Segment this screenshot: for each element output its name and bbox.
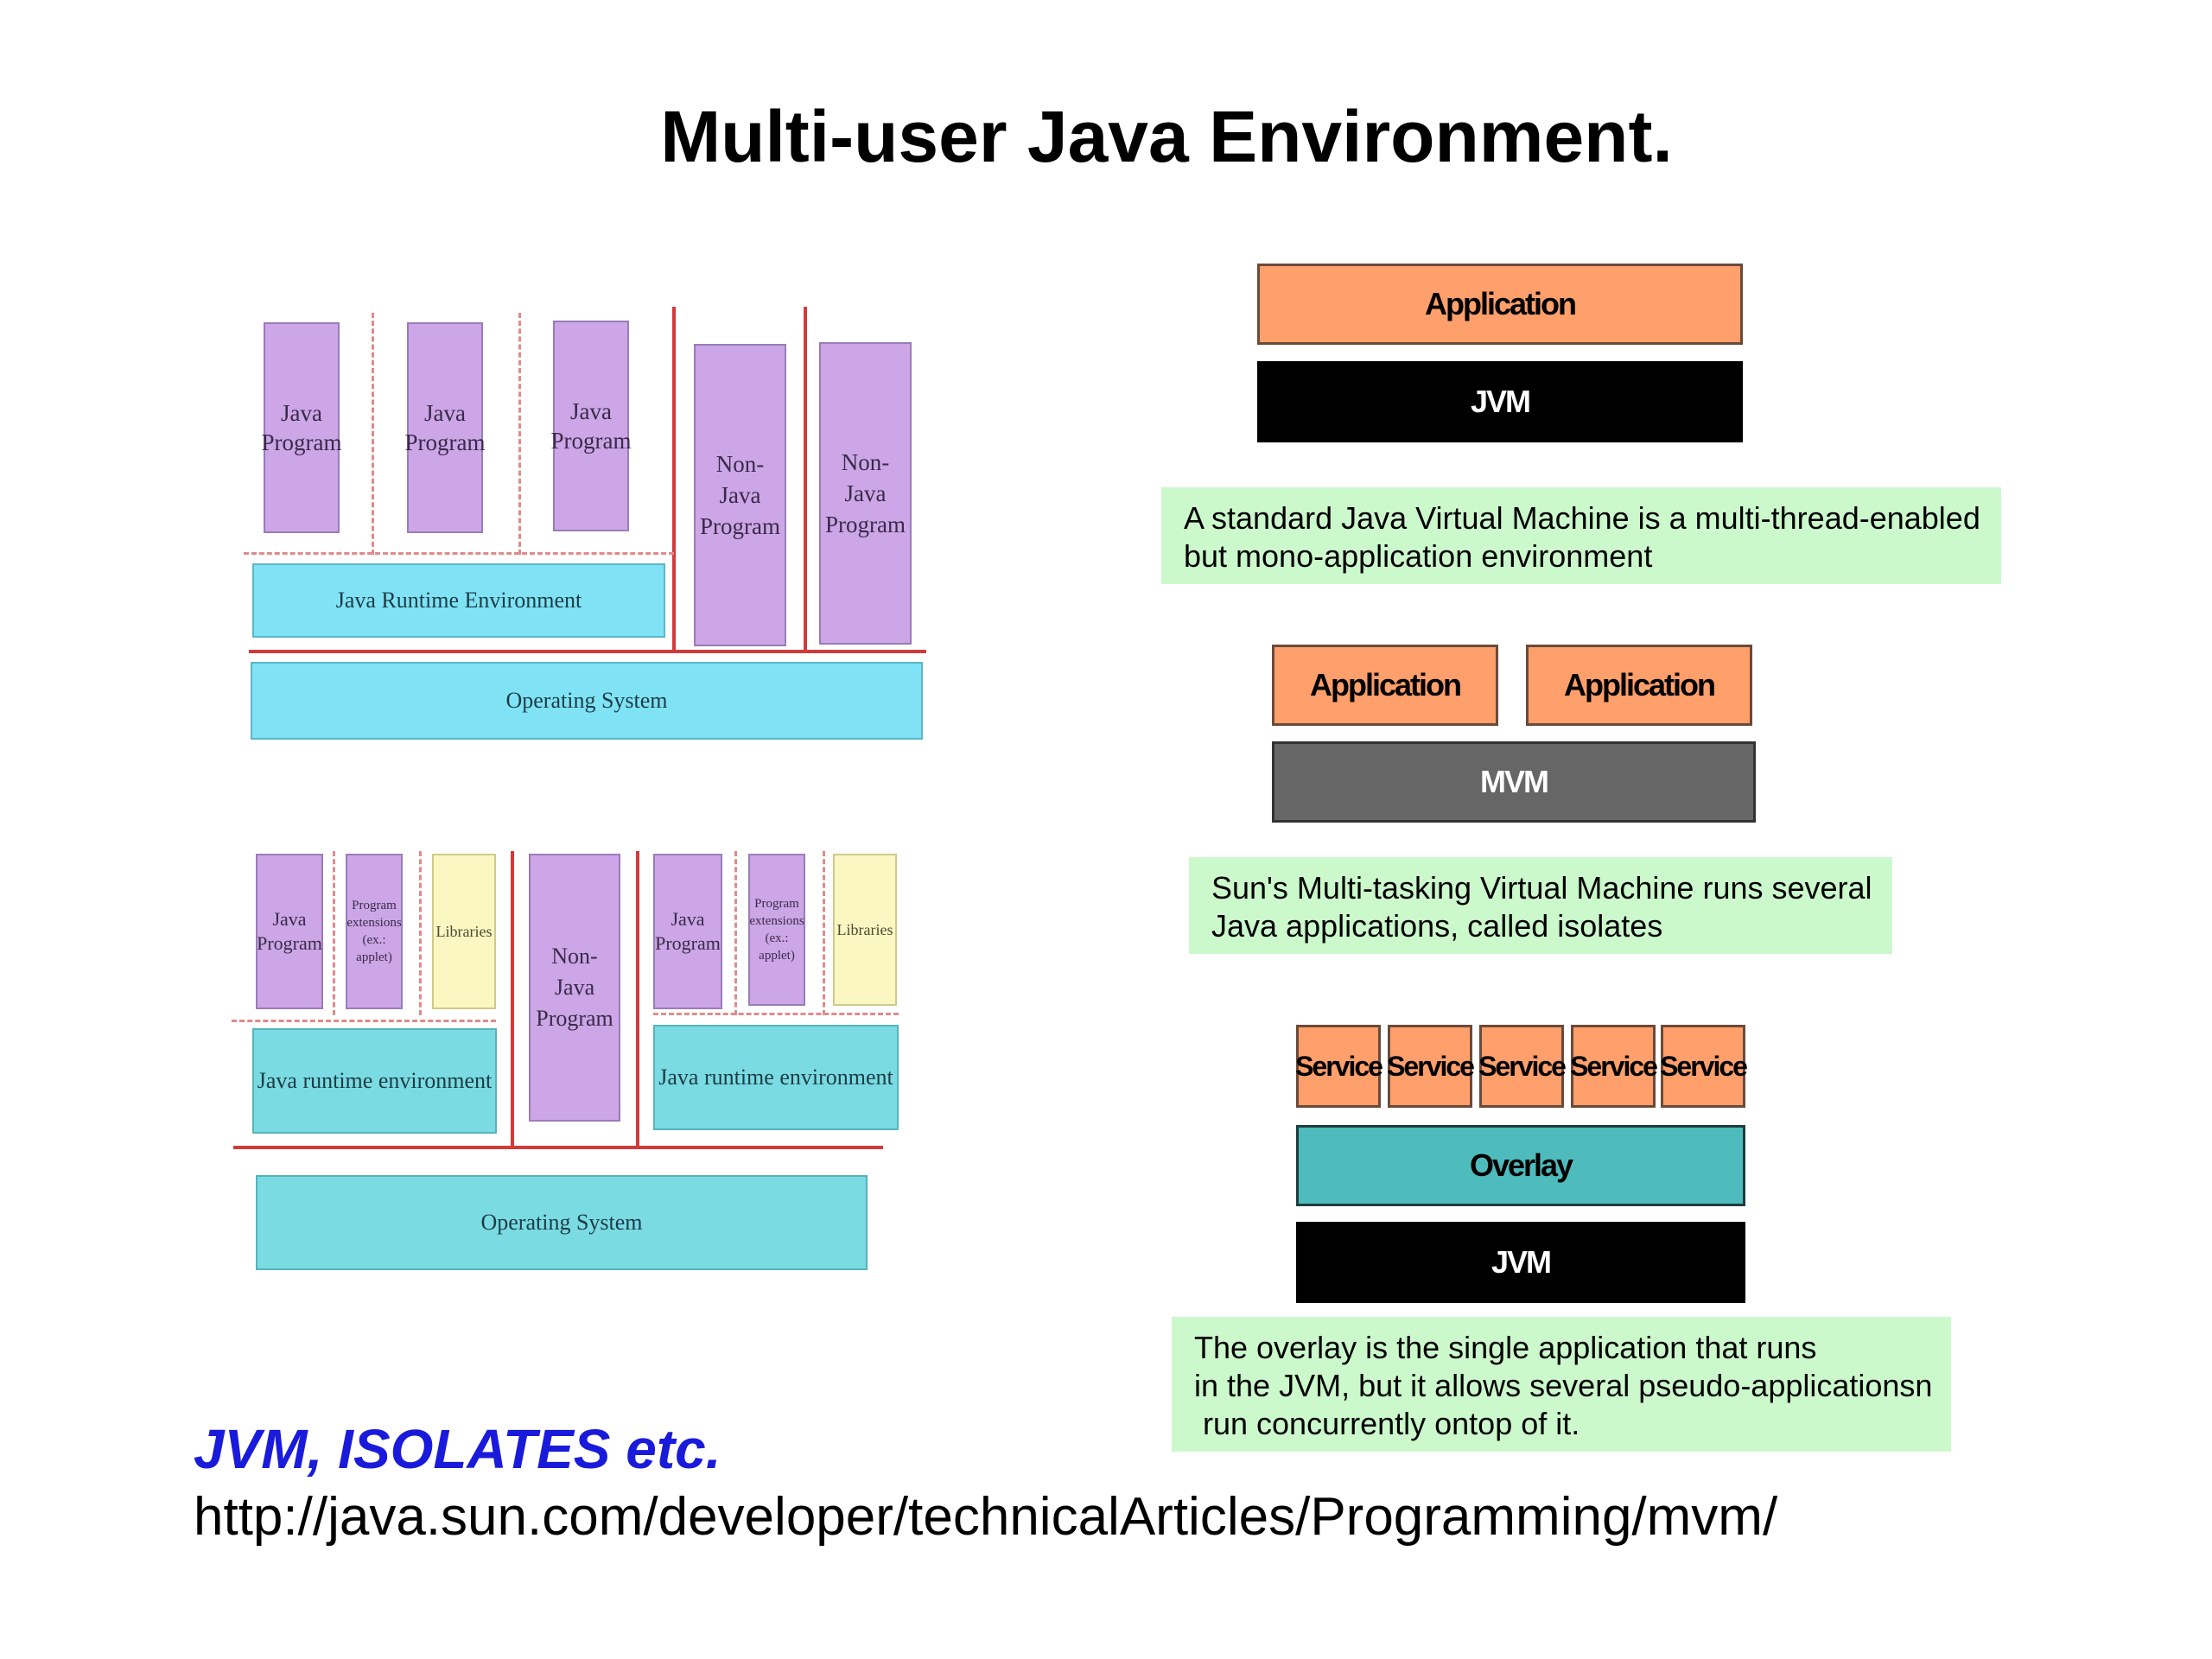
program-extensions-box: Program extensions (ex.: applet) bbox=[346, 854, 403, 1009]
page-title: Multi-user Java Environment. bbox=[660, 96, 1673, 177]
os-box: Operating System bbox=[251, 662, 923, 740]
non-java-program-box: Non-Java Program bbox=[694, 344, 786, 646]
separator bbox=[244, 552, 674, 555]
separator bbox=[233, 1146, 883, 1149]
jvm-box: JVM bbox=[1296, 1222, 1745, 1303]
separator bbox=[518, 313, 521, 555]
jre-box: Java runtime environment bbox=[653, 1025, 899, 1130]
overlay-box: Overlay bbox=[1296, 1125, 1745, 1206]
separator bbox=[653, 1013, 899, 1015]
service-box: Service bbox=[1387, 1025, 1475, 1108]
separator bbox=[372, 313, 374, 555]
note-mvm: Sun's Multi-tasking Virtual Machine runs… bbox=[1189, 857, 1892, 954]
separator bbox=[249, 650, 926, 653]
non-java-program-box: Non-Java Program bbox=[529, 854, 620, 1122]
program-extensions-box: Program extensions (ex.: applet) bbox=[748, 854, 805, 1006]
separator bbox=[511, 851, 514, 1147]
java-program-box: Java Program bbox=[256, 854, 323, 1009]
note-overlay: The overlay is the single application th… bbox=[1172, 1317, 1951, 1452]
separator bbox=[804, 307, 807, 652]
footer-heading: JVM, ISOLATES etc. bbox=[194, 1418, 721, 1480]
libraries-box: Libraries bbox=[833, 854, 897, 1006]
jvm-box: JVM bbox=[1257, 361, 1743, 442]
non-java-program-box: Non-Java Program bbox=[819, 342, 912, 645]
service-box: Service bbox=[1295, 1025, 1383, 1108]
service-box: Service bbox=[1570, 1025, 1658, 1108]
separator bbox=[636, 851, 639, 1147]
application-box: Application bbox=[1257, 264, 1743, 345]
java-program-box: Java Program bbox=[262, 322, 342, 533]
java-program-box: Java Program bbox=[405, 322, 486, 533]
separator bbox=[823, 851, 825, 1015]
service-box: Service bbox=[1660, 1025, 1748, 1108]
separator bbox=[734, 851, 737, 1015]
java-program-box: Java Program bbox=[653, 854, 722, 1009]
separator bbox=[232, 1020, 496, 1022]
java-program-box: Java Program bbox=[551, 321, 632, 531]
footer-url[interactable]: http://java.sun.com/developer/technicalA… bbox=[194, 1487, 1778, 1547]
application-box: Application bbox=[1526, 645, 1752, 726]
application-box: Application bbox=[1272, 645, 1498, 726]
separator bbox=[672, 307, 676, 652]
note-standard-jvm: A standard Java Virtual Machine is a mul… bbox=[1161, 487, 2001, 584]
mvm-box: MVM bbox=[1272, 741, 1756, 823]
os-box: Operating System bbox=[256, 1175, 868, 1270]
separator bbox=[333, 851, 335, 1015]
jre-box: Java Runtime Environment bbox=[252, 563, 665, 638]
separator bbox=[419, 851, 422, 1015]
jre-box: Java runtime environment bbox=[252, 1028, 497, 1134]
service-box: Service bbox=[1478, 1025, 1567, 1108]
libraries-box: Libraries bbox=[432, 854, 496, 1009]
